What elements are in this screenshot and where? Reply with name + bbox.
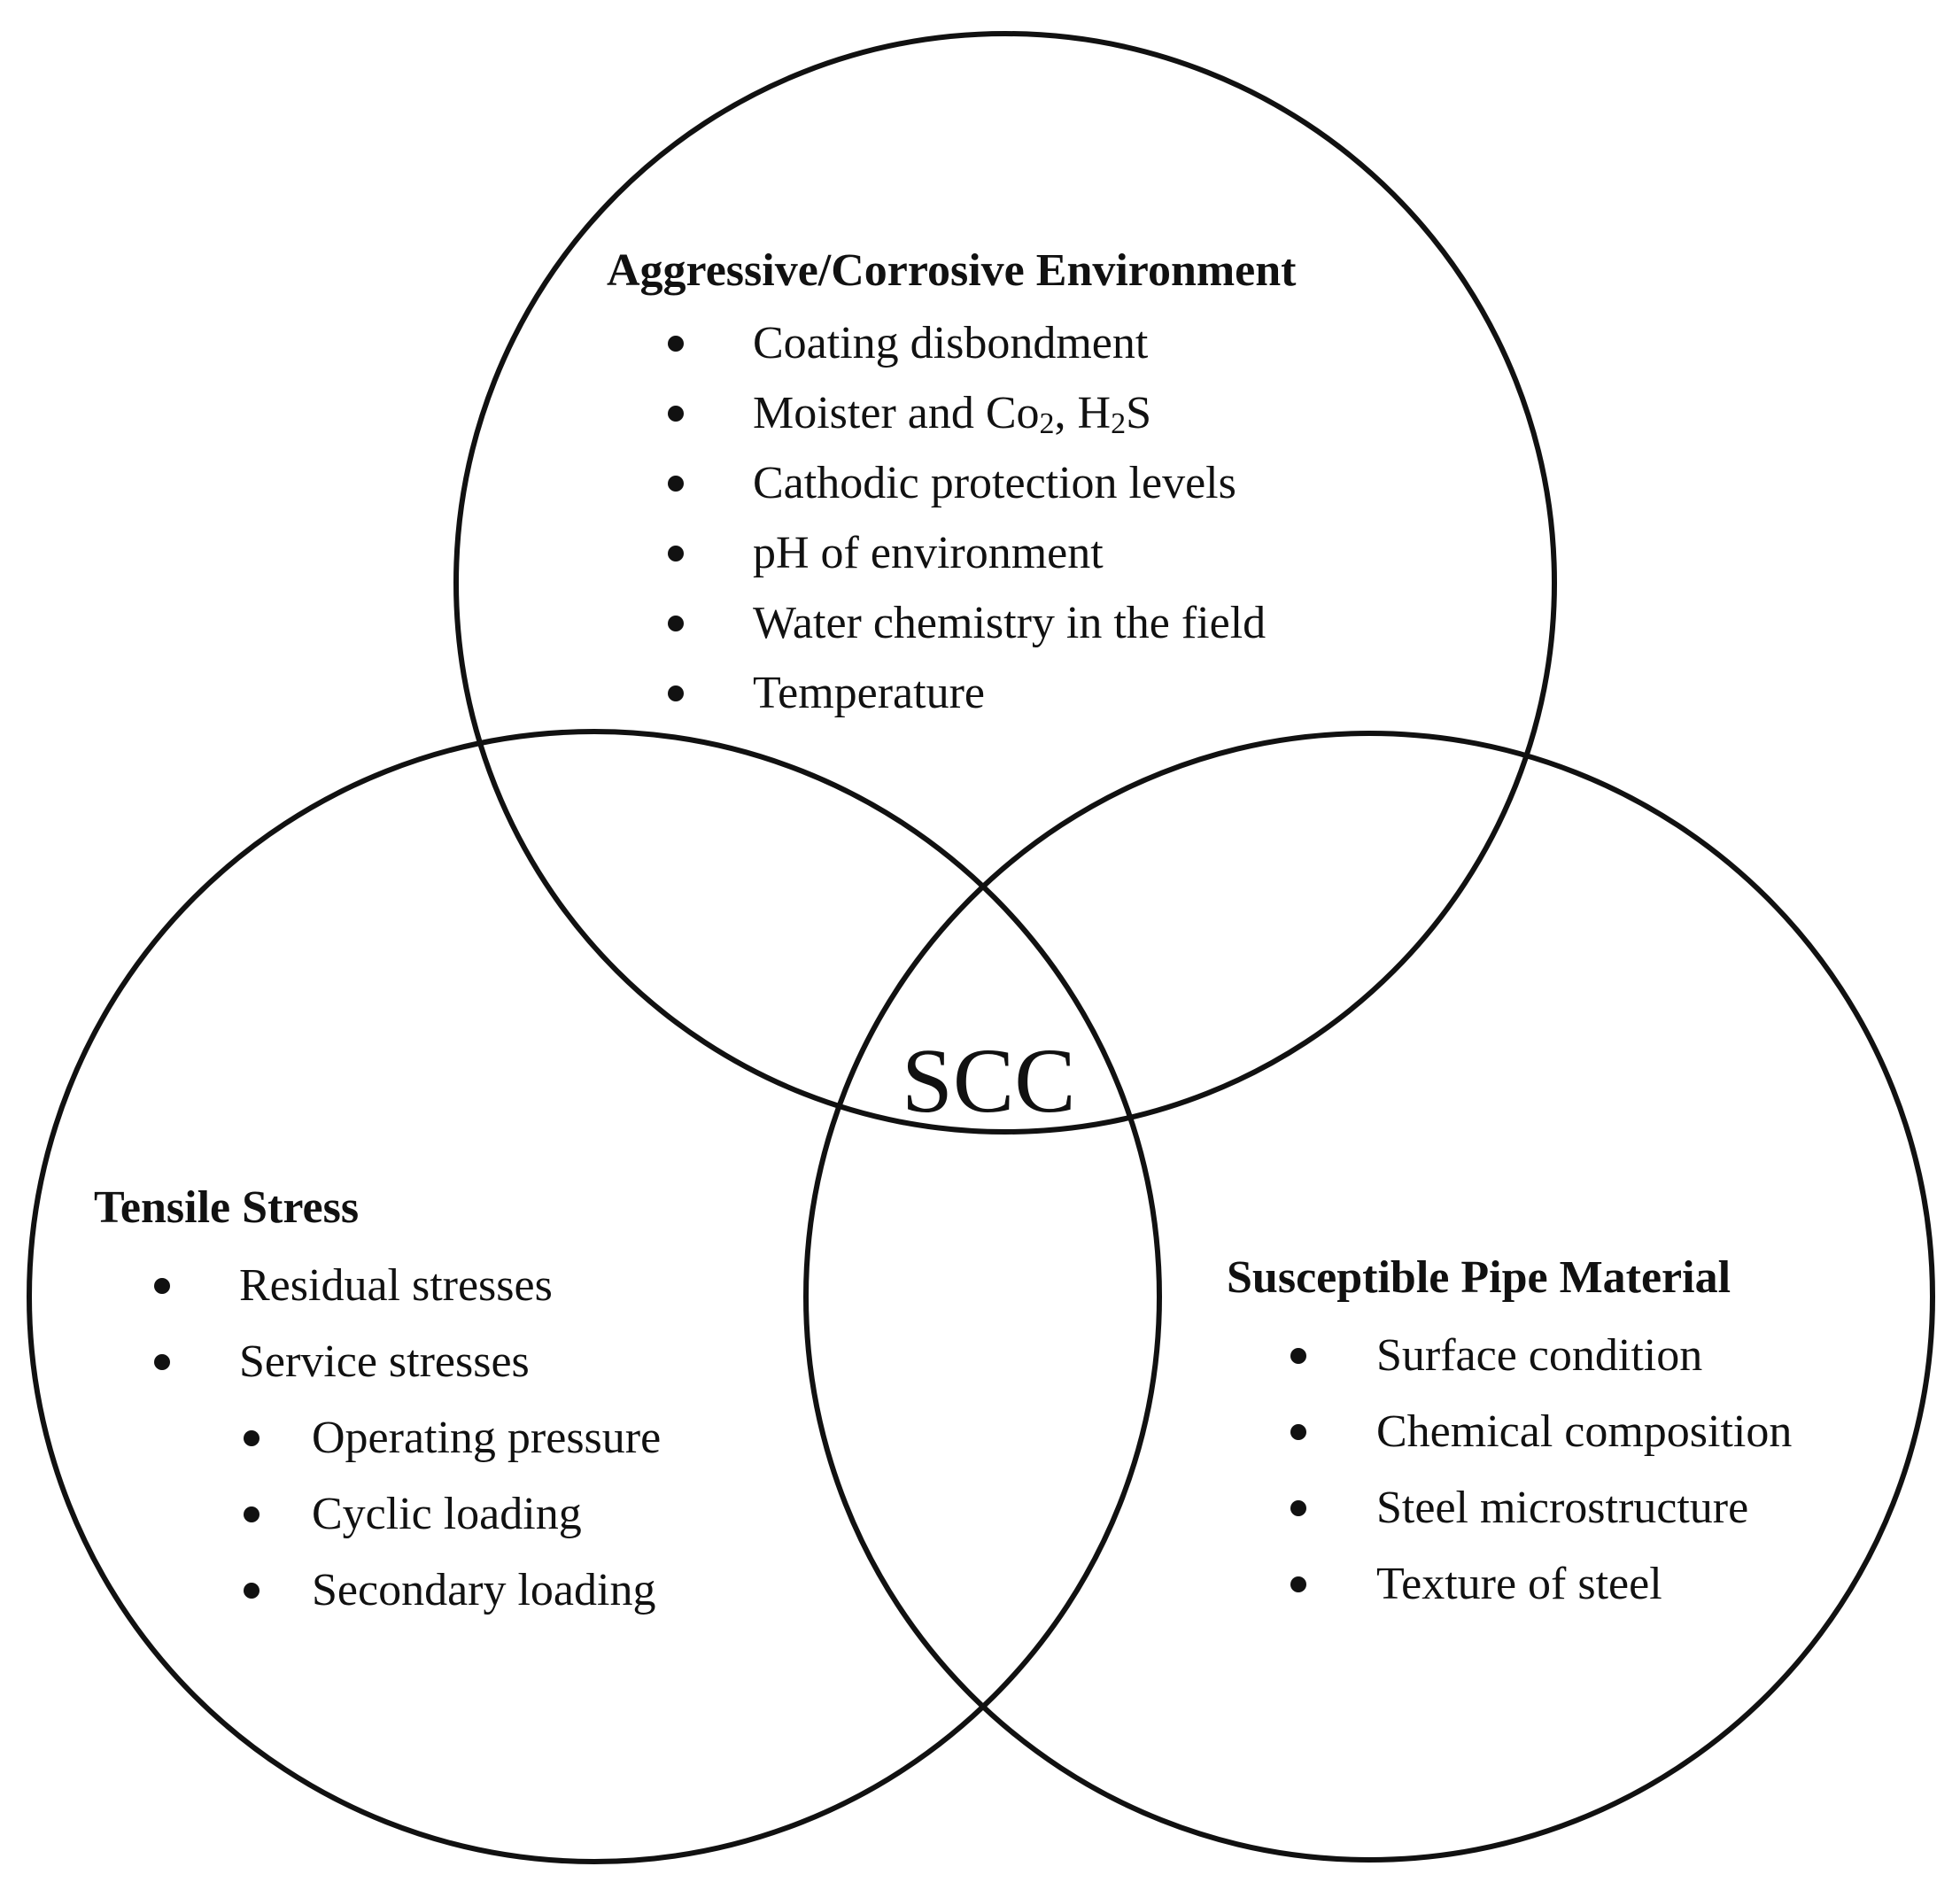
bullet-icon — [668, 545, 684, 562]
bullet-icon — [1290, 1576, 1306, 1592]
list-item-label: Operating pressure — [312, 1413, 662, 1463]
list-item-label: Secondary loading — [312, 1565, 656, 1615]
list-item-label: Steel microstructure — [1376, 1483, 1749, 1533]
list-item: Moister and Co2, H2S — [657, 378, 1266, 448]
tensile-stress-factor-list: Residual stresses Service stresses Opera… — [143, 1248, 661, 1629]
list-item: Surface condition — [1281, 1318, 1792, 1394]
pipe-material-factor-list: Surface condition Chemical composition S… — [1281, 1318, 1792, 1623]
tensile-stress-circle — [27, 729, 1162, 1864]
list-item-label: Temperature — [753, 668, 985, 718]
list-item-label: Cyclic loading — [312, 1489, 582, 1539]
tensile-stress-title: Tensile Stress — [94, 1182, 360, 1233]
list-item: Residual stresses — [143, 1248, 661, 1324]
bullet-icon — [244, 1583, 260, 1599]
list-item-label: Service stresses — [239, 1336, 530, 1387]
environment-factor-list: Coating disbondment Moister and Co2, H2S… — [657, 308, 1266, 728]
list-item: Coating disbondment — [657, 308, 1266, 378]
list-item: Chemical composition — [1281, 1394, 1792, 1470]
bullet-icon — [244, 1430, 260, 1446]
bullet-icon — [668, 335, 684, 352]
list-subitem: Secondary loading — [143, 1553, 661, 1629]
bullet-icon — [154, 1278, 170, 1294]
pipe-material-title: Susceptible Pipe Material — [1227, 1252, 1731, 1303]
bullet-icon — [154, 1354, 170, 1370]
bullet-icon — [1290, 1424, 1306, 1440]
list-item: Steel microstructure — [1281, 1470, 1792, 1546]
list-item-label: pH of environment — [753, 528, 1104, 578]
list-subitem: Cyclic loading — [143, 1476, 661, 1553]
list-item: Water chemistry in the field — [657, 588, 1266, 658]
list-item-label: Coating disbondment — [753, 318, 1149, 368]
list-item: Temperature — [657, 658, 1266, 728]
list-item-label: Water chemistry in the field — [753, 598, 1267, 648]
pipe-material-circle — [803, 731, 1935, 1863]
list-item-label: Texture of steel — [1376, 1559, 1662, 1609]
list-item-label: Chemical composition — [1376, 1406, 1793, 1457]
list-item: Texture of steel — [1281, 1546, 1792, 1623]
list-item: pH of environment — [657, 518, 1266, 588]
environment-title: Aggressive/Corrosive Environment — [607, 245, 1297, 296]
bullet-icon — [668, 475, 684, 492]
scc-center-label: SCC — [902, 1030, 1076, 1132]
bullet-icon — [1290, 1500, 1306, 1516]
bullet-icon — [668, 405, 684, 422]
list-item-label: Cathodic protection levels — [753, 458, 1236, 508]
list-item-label: Moister and Co2, H2S — [753, 388, 1152, 440]
bullet-icon — [668, 615, 684, 631]
bullet-icon — [244, 1506, 260, 1522]
list-item-label: Residual stresses — [239, 1260, 553, 1311]
bullet-icon — [1290, 1348, 1306, 1364]
list-item-label: Surface condition — [1376, 1330, 1703, 1381]
bullet-icon — [668, 685, 684, 701]
list-subitem: Operating pressure — [143, 1400, 661, 1476]
environment-circle — [453, 31, 1557, 1135]
list-item: Cathodic protection levels — [657, 448, 1266, 518]
list-item: Service stresses — [143, 1324, 661, 1400]
